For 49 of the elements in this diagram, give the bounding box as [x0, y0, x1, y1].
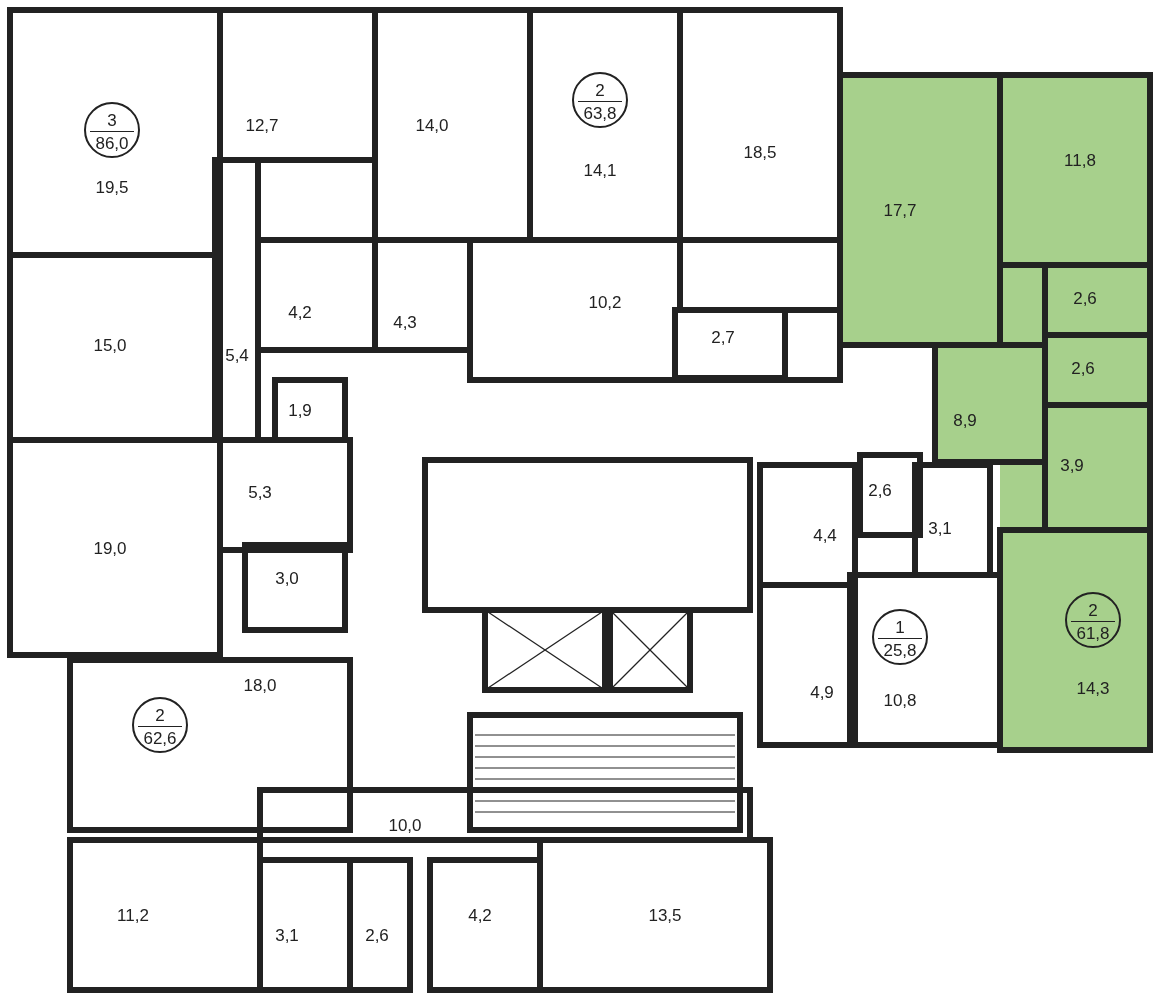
room-count-text: 2: [1087, 602, 1099, 619]
room-area-label: 2,6: [868, 481, 892, 499]
room-area-label: 5,4: [225, 346, 249, 364]
apartment-area-text: 61,8: [1075, 625, 1111, 642]
room-area-label: 14,3: [1076, 679, 1110, 697]
room-area-label: 5,3: [248, 483, 272, 501]
room-area-label: 10,8: [883, 691, 917, 709]
apartment-area-text: 63,8: [582, 105, 618, 122]
room-area-label: 4,4: [813, 526, 837, 544]
room-area-label: 4,2: [288, 303, 312, 321]
room-count-text: 2: [154, 707, 166, 724]
room-area-label: 8,9: [953, 411, 977, 429]
room-area-label: 13,5: [648, 906, 682, 924]
room-area-label: 14,0: [415, 116, 449, 134]
room-area-label: 11,2: [117, 906, 149, 924]
room-count-text: 1: [894, 619, 906, 636]
apartment-area-text: 62,6: [142, 730, 178, 747]
room-count-text: 3: [106, 112, 118, 129]
room-area-label: 4,3: [393, 313, 417, 331]
room-area-label: 3,1: [275, 926, 299, 944]
apartment-area-text: 25,8: [882, 642, 918, 659]
room-area-label: 4,2: [468, 906, 492, 924]
apartment-badge: [1065, 592, 1121, 648]
apartment-badge: [872, 609, 928, 665]
room-area-label: 10,2: [588, 293, 622, 311]
room-area-label: 17,7: [883, 201, 917, 219]
room-area-label: 10,0: [388, 816, 422, 834]
room-count-text: 2: [594, 82, 606, 99]
room-area-label: 2,7: [711, 328, 735, 346]
room-area-label: 11,8: [1064, 151, 1096, 169]
room-area-label: 19,5: [95, 178, 129, 196]
room-area-label: 3,9: [1060, 456, 1084, 474]
room-area-label: 18,0: [243, 676, 277, 694]
room-area-label: 18,5: [743, 143, 777, 161]
apartment-badge: [572, 72, 628, 128]
apartment-area-text: 86,0: [94, 135, 130, 152]
room-area-label: 15,0: [93, 336, 127, 354]
room-area-label: 4,9: [810, 683, 834, 701]
room-area-label: 14,1: [583, 161, 617, 179]
room-area-label: 19,0: [93, 539, 127, 557]
room-area-label: 2,6: [1073, 289, 1097, 307]
apartment-badge: [132, 697, 188, 753]
room-area-label: 3,1: [928, 519, 952, 537]
apartment-badge: [84, 102, 140, 158]
room-area-label: 2,6: [365, 926, 389, 944]
room-area-label: 12,7: [245, 116, 279, 134]
room-area-label: 3,0: [275, 569, 299, 587]
room-area-label: 1,9: [288, 401, 312, 419]
room-area-label: 2,6: [1071, 359, 1095, 377]
